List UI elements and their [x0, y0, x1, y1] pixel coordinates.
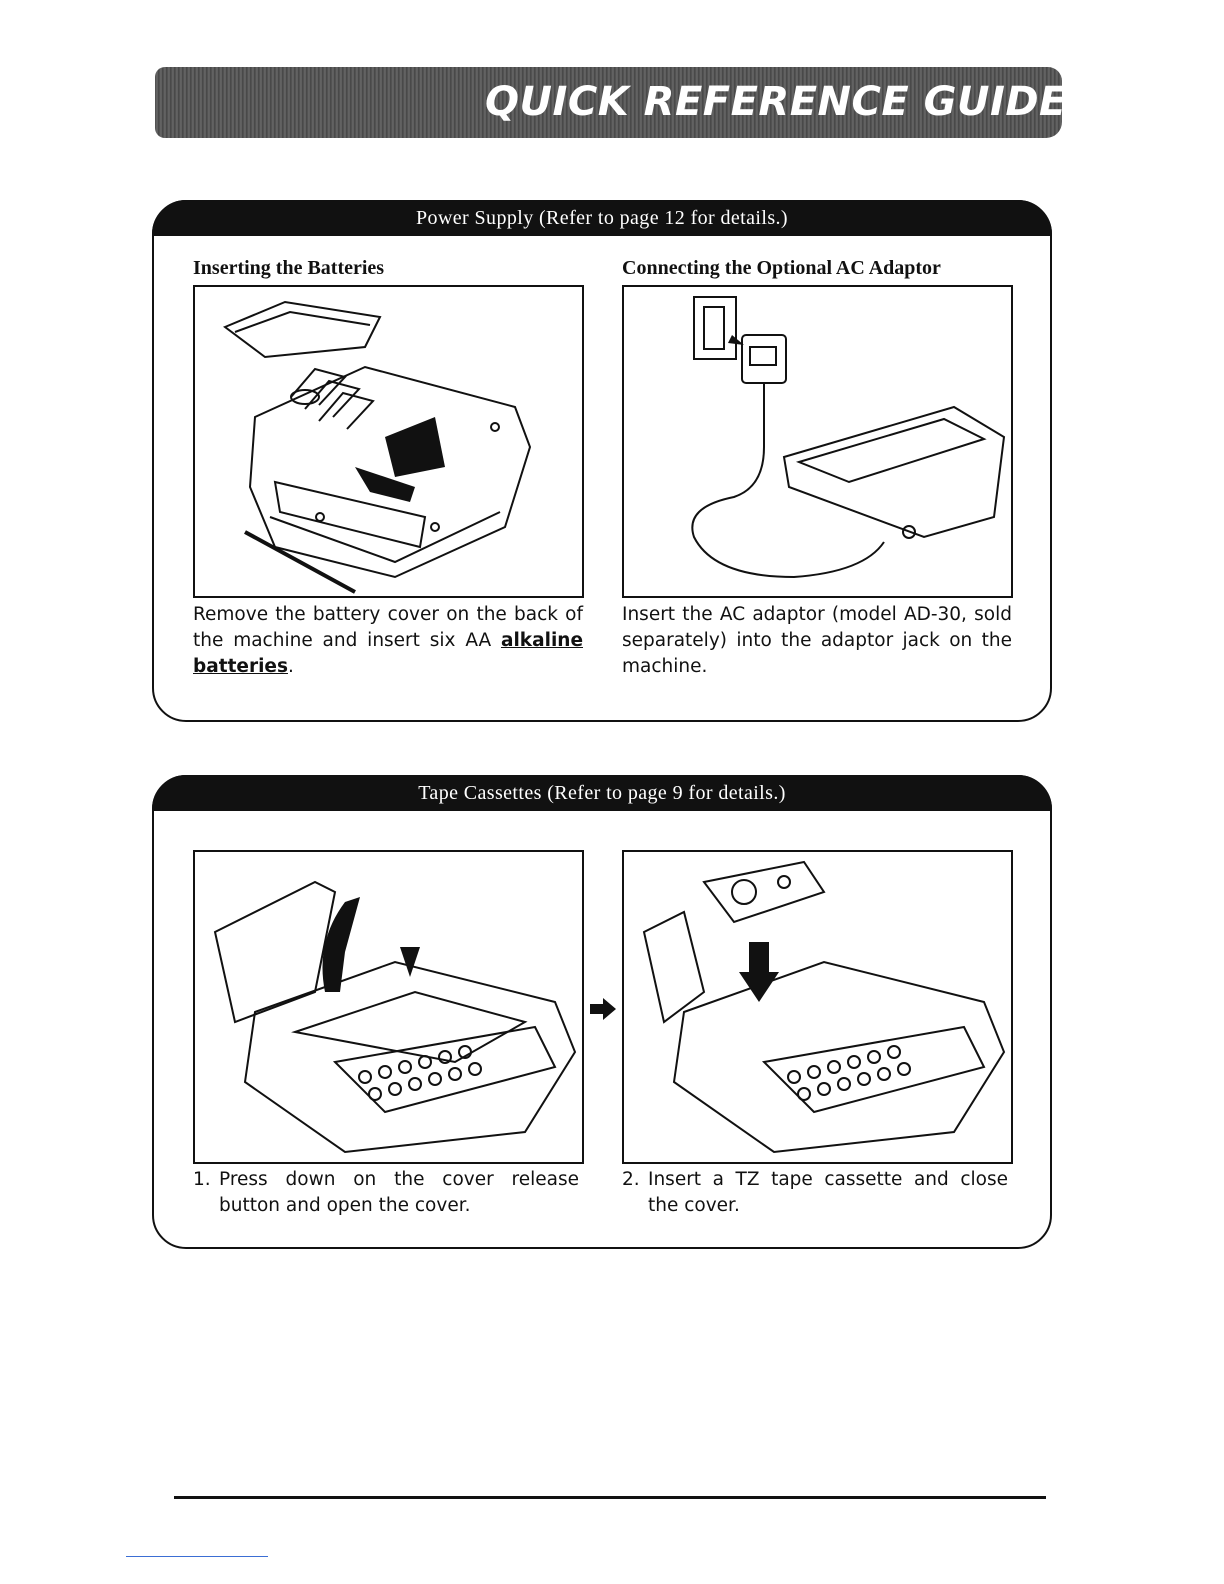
- batteries-caption-period: .: [287, 656, 294, 677]
- step-1-number: 1.: [193, 1169, 211, 1190]
- power-supply-section: Power Supply (Refer to page 12 for detai…: [152, 200, 1052, 722]
- power-supply-header: Power Supply (Refer to page 12 for detai…: [152, 200, 1052, 236]
- title-banner: QUICK REFERENCE GUIDE: [155, 67, 1066, 138]
- batteries-heading: Inserting the Batteries: [193, 257, 385, 279]
- right-arrow-icon: [590, 998, 616, 1020]
- ac-adaptor-drawing: [691, 296, 1006, 579]
- open-cover-illustration: [193, 850, 584, 1164]
- tape-cassettes-header: Tape Cassettes (Refer to page 9 for deta…: [152, 775, 1052, 811]
- ac-adaptor-illustration: [622, 285, 1013, 598]
- footer-rule: [174, 1496, 1046, 1499]
- insert-cassette-drawing: [642, 860, 1006, 1154]
- step-2-number: 2.: [622, 1169, 640, 1190]
- ac-adaptor-heading: Connecting the Optional AC Adaptor: [622, 257, 941, 279]
- insert-cassette-illustration: [622, 850, 1013, 1164]
- battery-insertion-drawing: [223, 300, 532, 594]
- step-1-text: Press down on the cover release button a…: [219, 1169, 579, 1216]
- batteries-caption-text: Remove the battery cover on the back of …: [193, 604, 583, 651]
- batteries-caption: Remove the battery cover on the back of …: [193, 602, 583, 680]
- alkaline-batteries-emphasis: alkaline batteries: [193, 630, 583, 677]
- open-cover-drawing: [213, 880, 577, 1154]
- batteries-illustration: [193, 285, 584, 598]
- page-title: QUICK REFERENCE GUIDE: [485, 79, 1067, 125]
- step-2-text: Insert a TZ tape cassette and close the …: [648, 1169, 1008, 1216]
- tape-cassettes-section: Tape Cassettes (Refer to page 9 for deta…: [152, 775, 1052, 1249]
- page-edge-mark: [126, 1556, 268, 1557]
- ac-adaptor-caption: Insert the AC adaptor (model AD-30, sold…: [622, 604, 1012, 677]
